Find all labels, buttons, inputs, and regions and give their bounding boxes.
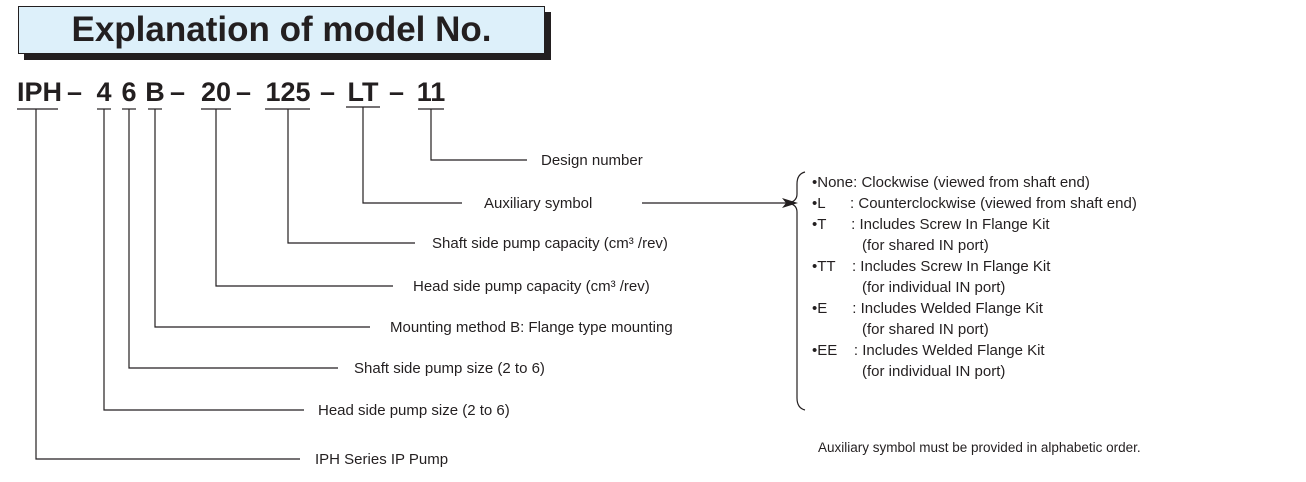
- code-auxiliary: LT: [348, 77, 379, 107]
- code-dash: –: [67, 77, 82, 107]
- option-item: (for shared IN port): [812, 237, 989, 254]
- auxiliary-options-list: •None: Clockwise (viewed from shaft end)…: [812, 174, 1137, 380]
- brace-icon: [788, 171, 806, 411]
- option-item: •TT : Includes Screw In Flange Kit: [812, 258, 1051, 275]
- option-item: •L : Counterclockwise (viewed from shaft…: [812, 195, 1137, 212]
- code-dash: –: [320, 77, 335, 107]
- label-auxiliary: Auxiliary symbol: [484, 195, 592, 212]
- label-design: Design number: [541, 152, 643, 169]
- code-dash: –: [389, 77, 404, 107]
- code-shaft-capacity: 125: [265, 77, 310, 107]
- code-series: IPH: [17, 77, 62, 107]
- label-head-capacity: Head side pump capacity (cm³ /rev): [413, 278, 650, 295]
- label-mounting: Mounting method B: Flange type mounting: [390, 319, 673, 336]
- option-item: (for individual IN port): [812, 279, 1005, 296]
- option-item: •None: Clockwise (viewed from shaft end): [812, 174, 1090, 191]
- label-head-size: Head side pump size (2 to 6): [318, 402, 510, 419]
- code-mounting: B: [145, 77, 165, 107]
- option-item: •T : Includes Screw In Flange Kit: [812, 216, 1050, 233]
- label-series: IPH Series IP Pump: [315, 451, 448, 468]
- code-head-capacity: 20: [201, 77, 231, 107]
- title-text: Explanation of model No.: [71, 10, 492, 49]
- option-item: •E : Includes Welded Flange Kit: [812, 300, 1044, 317]
- code-dash: –: [170, 77, 185, 107]
- label-shaft-size: Shaft side pump size (2 to 6): [354, 360, 545, 377]
- model-code: IPH – 4 6 B – 20 – 125 – LT – 11: [17, 77, 445, 107]
- label-shaft-capacity: Shaft side pump capacity (cm³ /rev): [432, 235, 668, 252]
- option-item: (for individual IN port): [812, 363, 1005, 380]
- arrow-icon: [642, 198, 798, 208]
- leader-lines: [17, 106, 527, 460]
- code-design: 11: [417, 77, 446, 107]
- code-head-size: 4: [96, 77, 111, 107]
- code-shaft-size: 6: [121, 77, 136, 107]
- option-item: (for shared IN port): [812, 321, 989, 338]
- footnote: Auxiliary symbol must be provided in alp…: [818, 440, 1141, 455]
- option-item: •EE : Includes Welded Flange Kit: [812, 342, 1045, 359]
- code-dash: –: [236, 77, 251, 107]
- page-title: Explanation of model No.: [18, 6, 545, 54]
